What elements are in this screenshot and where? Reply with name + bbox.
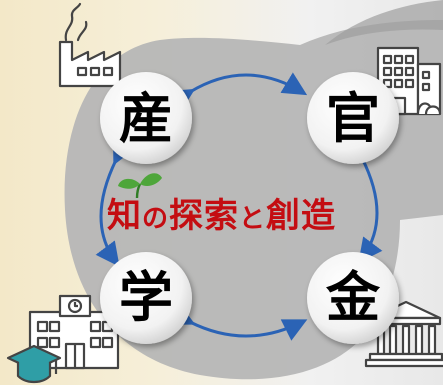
center-title-part1: 知 [106, 196, 142, 236]
node-label-sangyo: 産 [119, 87, 173, 150]
node-label-kin: 金 [326, 266, 380, 329]
center-title-part4: と [239, 204, 267, 234]
center-title-part5: 創造 [266, 196, 337, 236]
node-label-kan: 官 [326, 87, 380, 150]
center-title-part3: 探索 [169, 196, 239, 236]
factory-icon [58, 2, 122, 88]
graduation-cap-icon [6, 344, 62, 384]
center-title: 知の探索と創造 [0, 188, 443, 236]
center-title-part2: の [141, 204, 169, 234]
arrow-right [343, 136, 383, 263]
arrow-bottom [168, 303, 308, 341]
node-label-gaku: 学 [119, 266, 173, 329]
node-disc-kan [307, 72, 399, 164]
arrow-top [168, 72, 308, 112]
node-disc-kin [307, 252, 399, 344]
swoosh-highlight [325, 0, 443, 45]
cycle-arrows [95, 72, 383, 341]
node-disc-gaku [100, 252, 192, 344]
arrow-left [95, 138, 135, 267]
node-disc-sangyo [100, 72, 192, 164]
